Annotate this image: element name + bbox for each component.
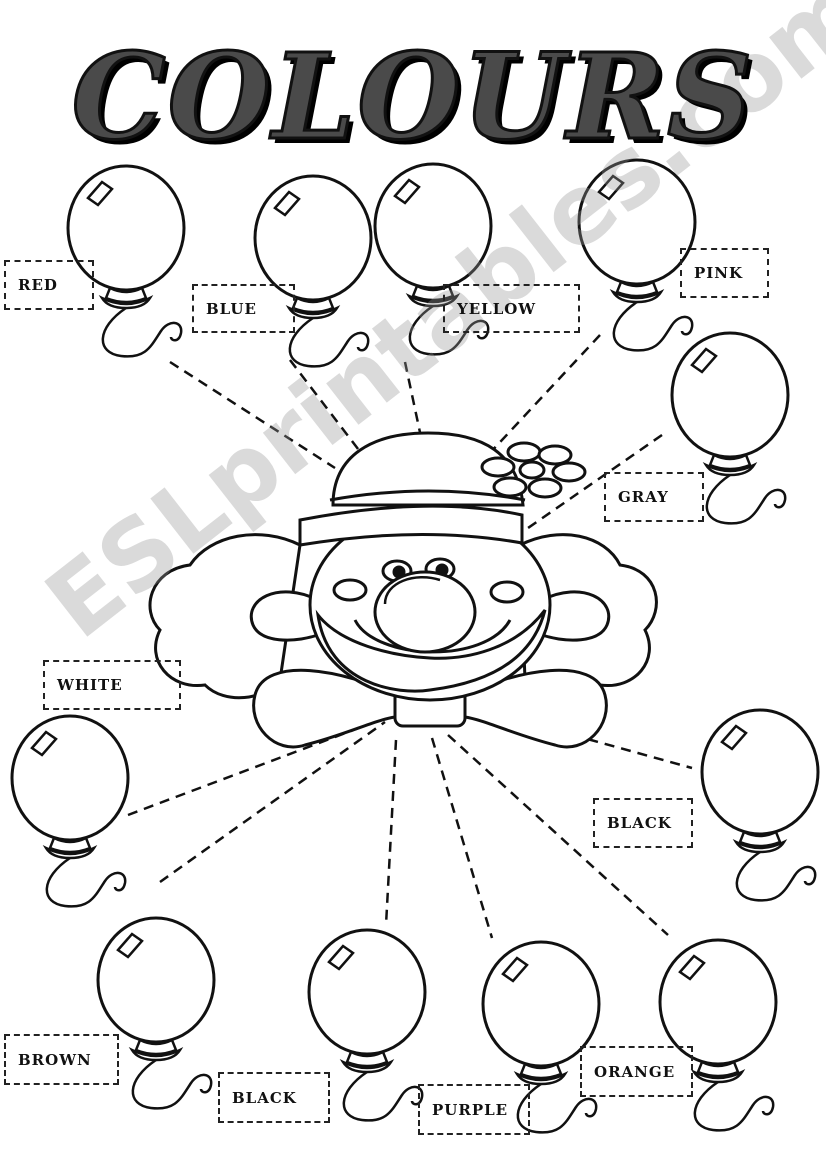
label-white: WHITE — [43, 660, 181, 710]
label-brown: BROWN — [4, 1034, 119, 1085]
label-black-right: BLACK — [593, 798, 693, 848]
label-orange: ORANGE — [580, 1046, 693, 1097]
page-title: COLOURS — [70, 27, 755, 166]
label-purple: PURPLE — [418, 1084, 530, 1135]
label-yellow: YELLOW — [443, 284, 580, 333]
label-red: RED — [4, 260, 94, 310]
label-black-bottom: BLACK — [218, 1072, 330, 1123]
label-blue: BLUE — [192, 284, 295, 333]
label-pink: PINK — [680, 248, 769, 298]
label-gray: GRAY — [604, 472, 704, 522]
clown — [148, 431, 658, 749]
